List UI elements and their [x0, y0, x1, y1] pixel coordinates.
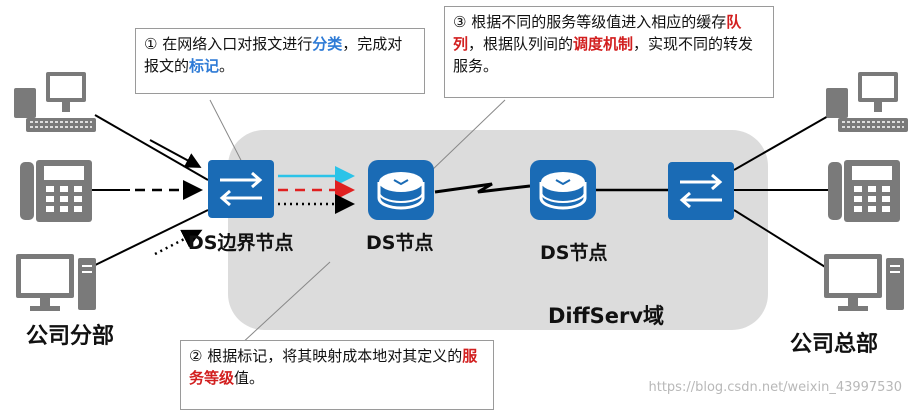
link-pc-to-edge	[94, 114, 209, 181]
desktop-pc-icon	[826, 72, 908, 132]
callout-3-pointer	[429, 99, 506, 173]
hq-switch	[668, 162, 734, 220]
callout-queue-scheduling: ③ 根据不同的服务等级值进入相应的缓存队列，根据队列间的调度机制，实现不同的转发…	[444, 6, 774, 98]
callout-1-text-pre: ① 在网络入口对报文进行	[144, 35, 313, 53]
switch-arrows-icon	[219, 171, 263, 207]
ip-phone-icon	[828, 160, 900, 222]
callout-2-pointer	[239, 261, 331, 346]
router-icon	[377, 172, 425, 210]
callout-3-highlight-scheduling: 调度机制	[573, 35, 634, 53]
ds-node-1-label: DS节点	[366, 232, 434, 254]
branch-office-label: 公司分部	[26, 324, 115, 349]
callout-2-text-post: 值。	[234, 369, 265, 387]
source-watermark: https://blog.csdn.net/weixin_43997530	[648, 380, 902, 395]
callout-2-text-pre: ② 根据标记，将其映射成本地对其定义的	[189, 347, 463, 365]
callout-3-text-pre: ③ 根据不同的服务等级值进入相应的缓存	[453, 13, 727, 31]
callout-2-highlight-service-level: 服务等级	[189, 347, 478, 387]
ds-edge-node-label: DS边界节点	[188, 232, 294, 254]
monitor-workstation-icon	[16, 254, 96, 311]
ip-phone-icon	[20, 160, 92, 222]
link-switch-to-pc	[733, 114, 831, 171]
link-monitor-to-edge	[84, 209, 209, 271]
ds-node-router-2	[530, 160, 596, 220]
callout-service-level-mapping: ② 根据标记，将其映射成本地对其定义的服务等级值。	[180, 340, 494, 410]
callout-1-text-mid: ，完成对报文的	[144, 35, 403, 75]
link-switch-to-monitor	[733, 209, 831, 271]
arrow-solid-in	[149, 139, 202, 168]
callout-1-pointer	[209, 99, 246, 169]
callout-3-highlight-queue: 队列	[453, 13, 742, 53]
ds-node-2-label: DS节点	[540, 242, 608, 264]
callout-3-text-post: ，实现不同的转发服务。	[453, 35, 754, 75]
callout-1-text-post: 。	[219, 57, 235, 75]
callout-1-highlight-classify: 分类	[312, 35, 343, 53]
ds-edge-switch	[208, 160, 274, 218]
switch-arrows-icon	[679, 173, 723, 209]
router-icon	[539, 172, 587, 210]
monitor-workstation-icon	[824, 254, 904, 311]
desktop-pc-icon	[14, 72, 96, 132]
ds-node-router-1	[368, 160, 434, 220]
callout-3-text-mid: ，根据队列间的	[468, 35, 574, 53]
link-ds-to-ds	[434, 182, 531, 194]
arrow-dotted-in	[154, 229, 203, 256]
headquarters-label: 公司总部	[790, 332, 879, 357]
callout-1-highlight-mark: 标记	[189, 57, 220, 75]
callout-classification: ① 在网络入口对报文进行分类，完成对报文的标记。	[135, 28, 425, 94]
diffserv-domain-label: DiffServ域	[548, 304, 665, 328]
